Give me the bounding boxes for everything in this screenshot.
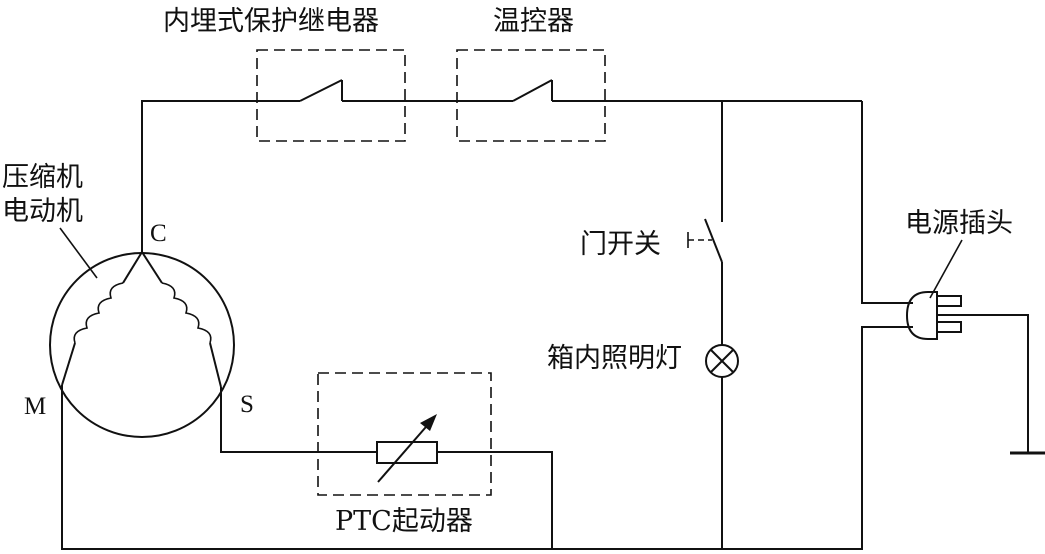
plug-pin-lower [936, 321, 962, 333]
ptc-starter: PTC起动器 [317, 372, 492, 537]
ptc-thermistor-body [376, 441, 438, 464]
lamp-label: 箱内照明灯 [547, 343, 682, 374]
ptc-starter-label: PTC起动器 [335, 506, 473, 537]
circuit-wires [61, 100, 913, 550]
winding-start-lower [209, 342, 222, 388]
terminal-m-label: M [24, 393, 46, 420]
thermostat-contact [512, 79, 553, 102]
winding-c-upper-left [122, 251, 143, 284]
ground-wire [937, 314, 1029, 453]
overload-relay-dashed-box [256, 49, 406, 142]
thermostat-label: 温控器 [493, 6, 574, 37]
overload-relay-label: 内埋式保护继电器 [163, 6, 379, 37]
wire-top [141, 100, 300, 252]
ptc-variable-arrow [377, 419, 433, 483]
winding-main-lower [61, 342, 76, 386]
terminal-c-label: C [150, 220, 167, 247]
winding-c-upper-right [141, 251, 163, 284]
ptc-arrow-head [420, 414, 437, 431]
power-plug-label: 电源插头 [905, 208, 1013, 239]
winding-main-coil [73, 282, 124, 344]
lamp-circle [705, 344, 739, 378]
lamp-cross-b [710, 349, 734, 373]
door-switch: 门开关 [580, 218, 723, 263]
compressor-motor: 压缩机 电动机 C M S [2, 162, 254, 438]
thermostat: 温控器 [456, 6, 606, 142]
wire-ptc-to-bottom [437, 451, 553, 549]
overload-relay: 内埋式保护继电器 [163, 6, 406, 142]
overload-relay-contact [299, 79, 343, 102]
wire-s-to-ptc [220, 387, 377, 453]
plug-pin-upper [936, 295, 962, 307]
plug-label-leader [929, 239, 963, 299]
wire-bottom [61, 326, 913, 550]
door-switch-label: 门开关 [580, 229, 661, 260]
interior-lamp: 箱内照明灯 [547, 343, 739, 378]
compressor-label-line1: 压缩机 [2, 162, 83, 193]
compressor-label-line2: 电动机 [2, 196, 83, 227]
motor-circle [49, 252, 235, 438]
ptc-dashed-box [317, 372, 492, 496]
power-plug: 电源插头 [905, 208, 1045, 455]
winding-start-coil [161, 282, 212, 344]
door-switch-blade [704, 218, 723, 263]
plug-body [905, 291, 938, 340]
wire-right-to-plug-top [861, 101, 913, 304]
thermostat-dashed-box [456, 49, 606, 142]
terminal-s-label: S [240, 391, 254, 418]
motor-label-leader [59, 227, 98, 279]
